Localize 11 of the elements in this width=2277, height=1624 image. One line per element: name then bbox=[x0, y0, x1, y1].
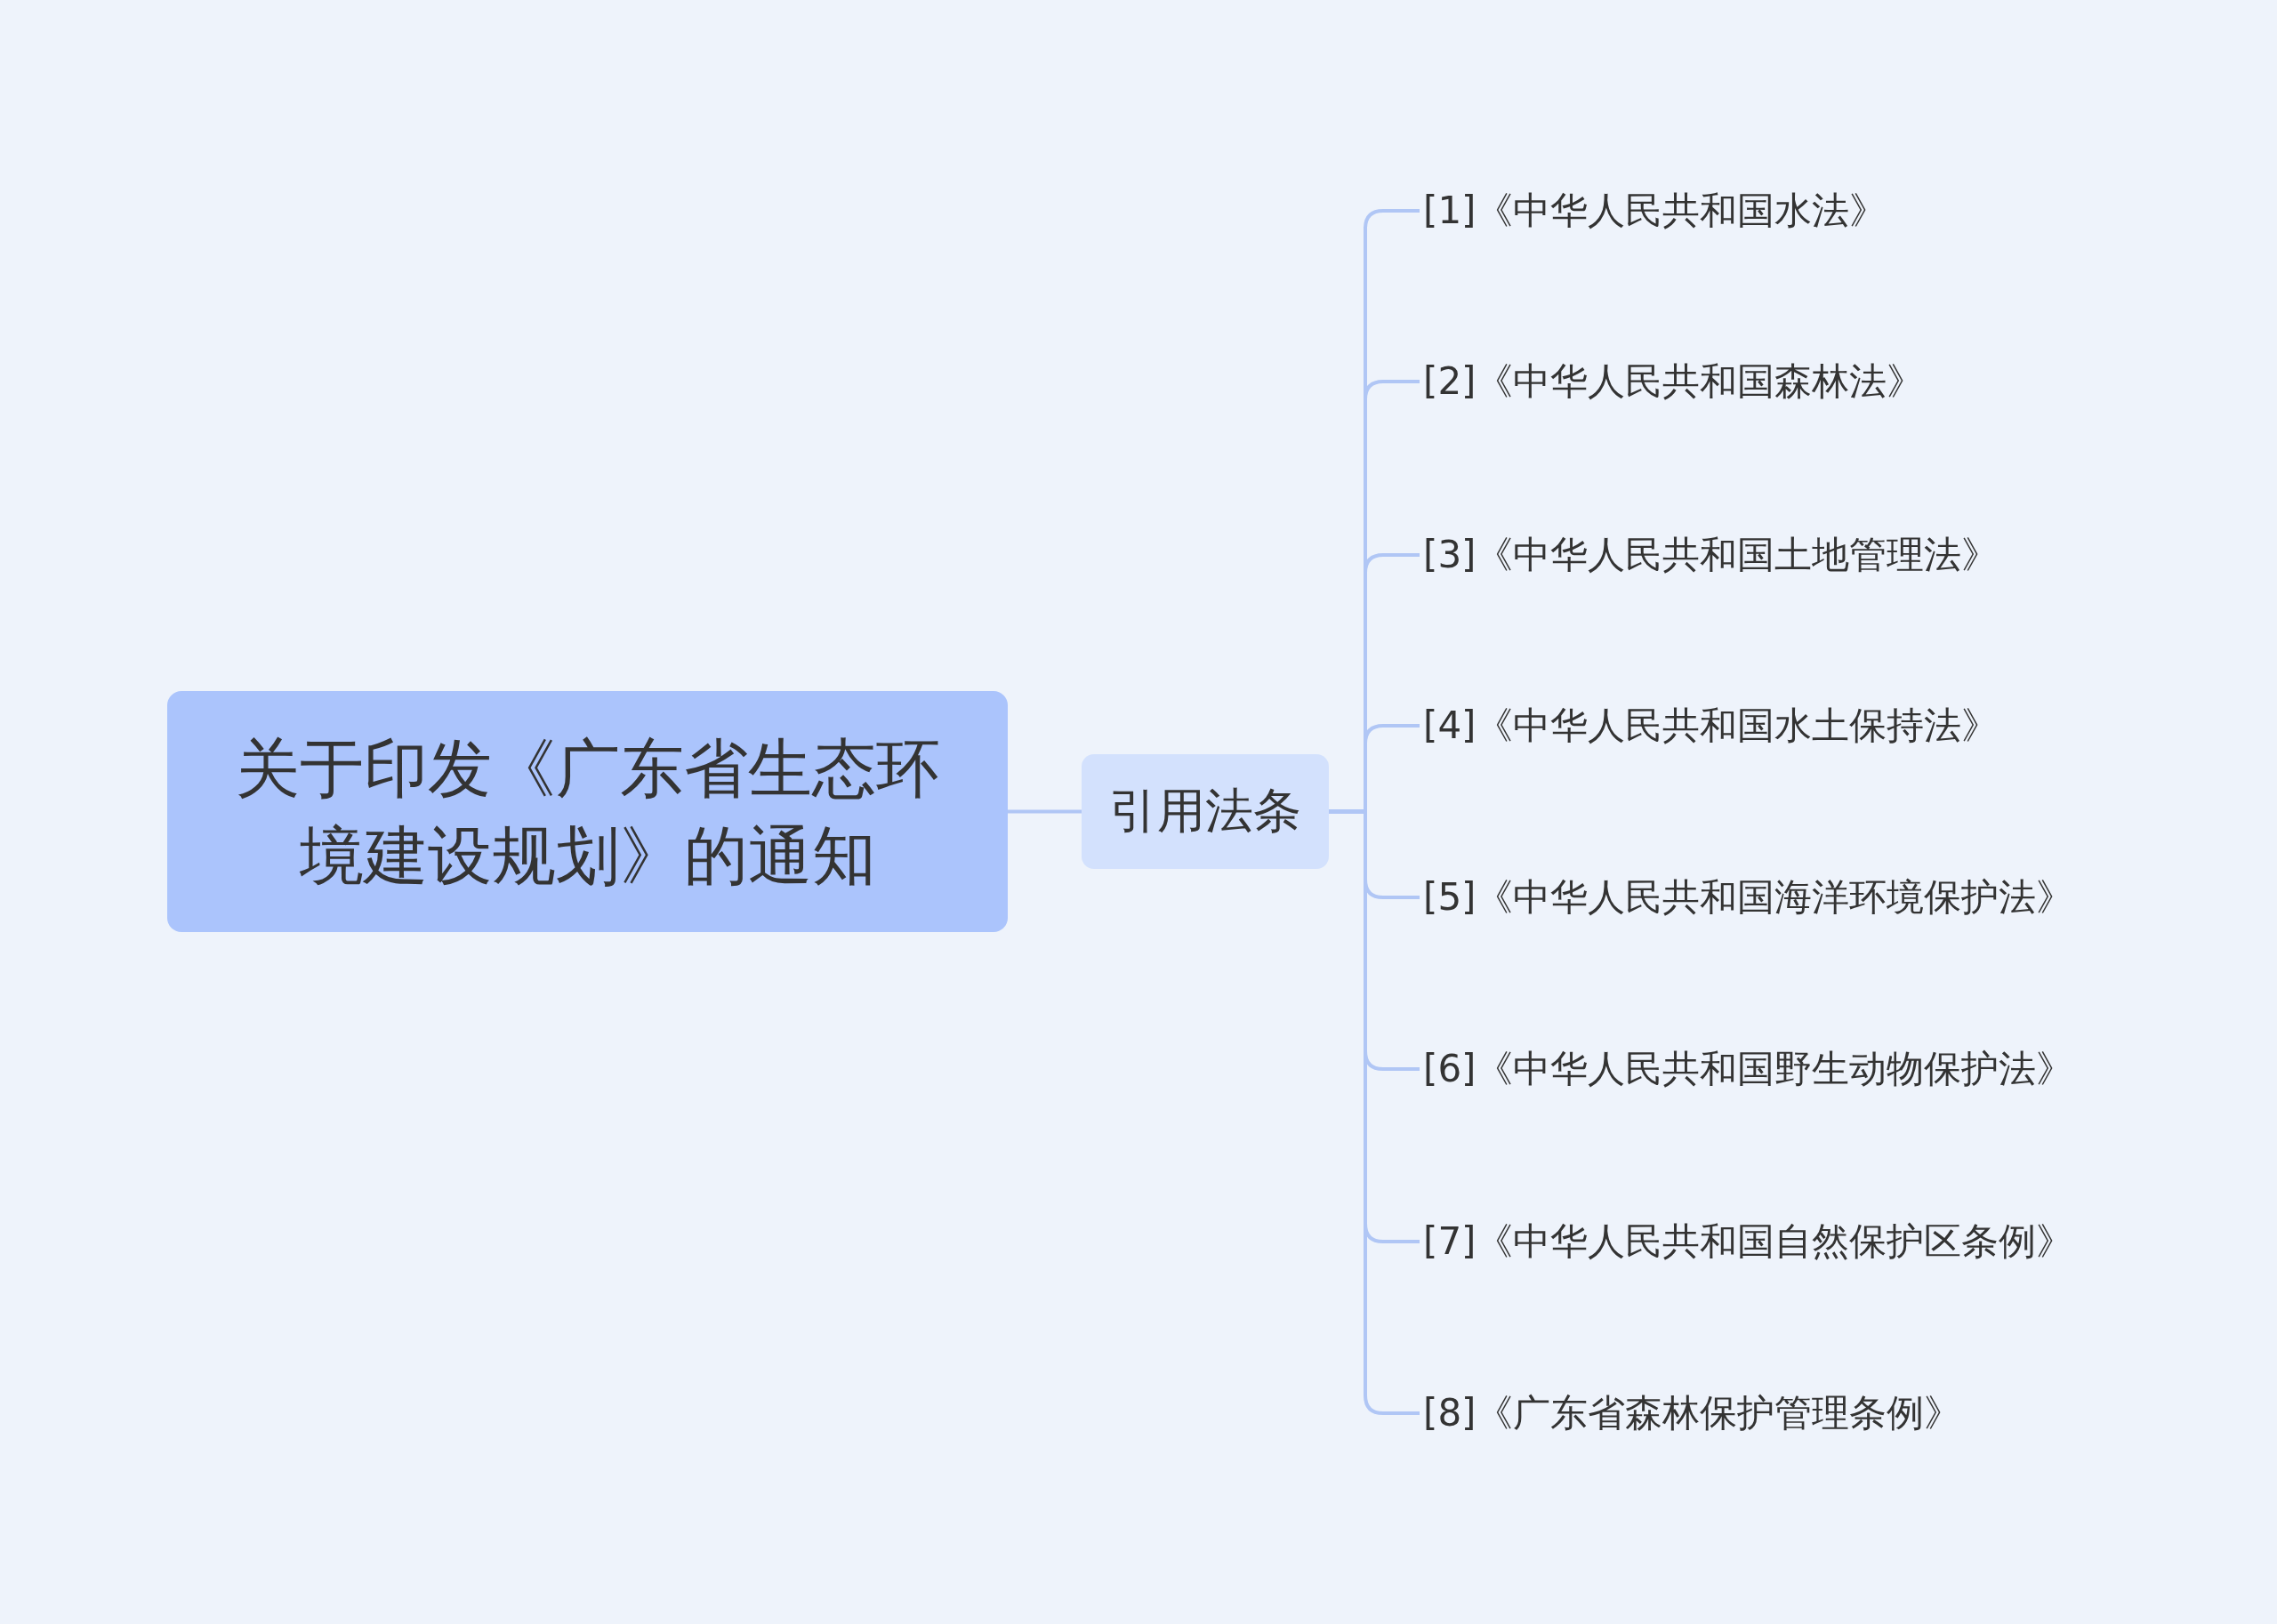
law-title-text: [3]《中华人民共和国土地管理法》 bbox=[1423, 530, 1999, 580]
law-title-text: [1]《中华人民共和国水法》 bbox=[1423, 186, 1887, 236]
law-title-text: [8]《广东省森林保护管理条例》 bbox=[1423, 1388, 1962, 1438]
subtopic-box: 引用法条 bbox=[1082, 754, 1329, 869]
law-title-text: [7]《中华人民共和国自然保护区条例》 bbox=[1423, 1217, 2074, 1266]
law-title-text: [5]《中华人民共和国海洋环境保护法》 bbox=[1423, 872, 2074, 922]
law-title-text: [6]《中华人民共和国野生动物保护法》 bbox=[1423, 1044, 2074, 1094]
topic-box: 关于印发《广东省生态环境建设规划》的通知 bbox=[167, 691, 1008, 932]
connector-line bbox=[1008, 809, 1082, 814]
law-title-text: [4]《中华人民共和国水土保持法》 bbox=[1423, 701, 1999, 751]
law-title-text: [2]《中华人民共和国森林法》 bbox=[1423, 357, 1925, 406]
